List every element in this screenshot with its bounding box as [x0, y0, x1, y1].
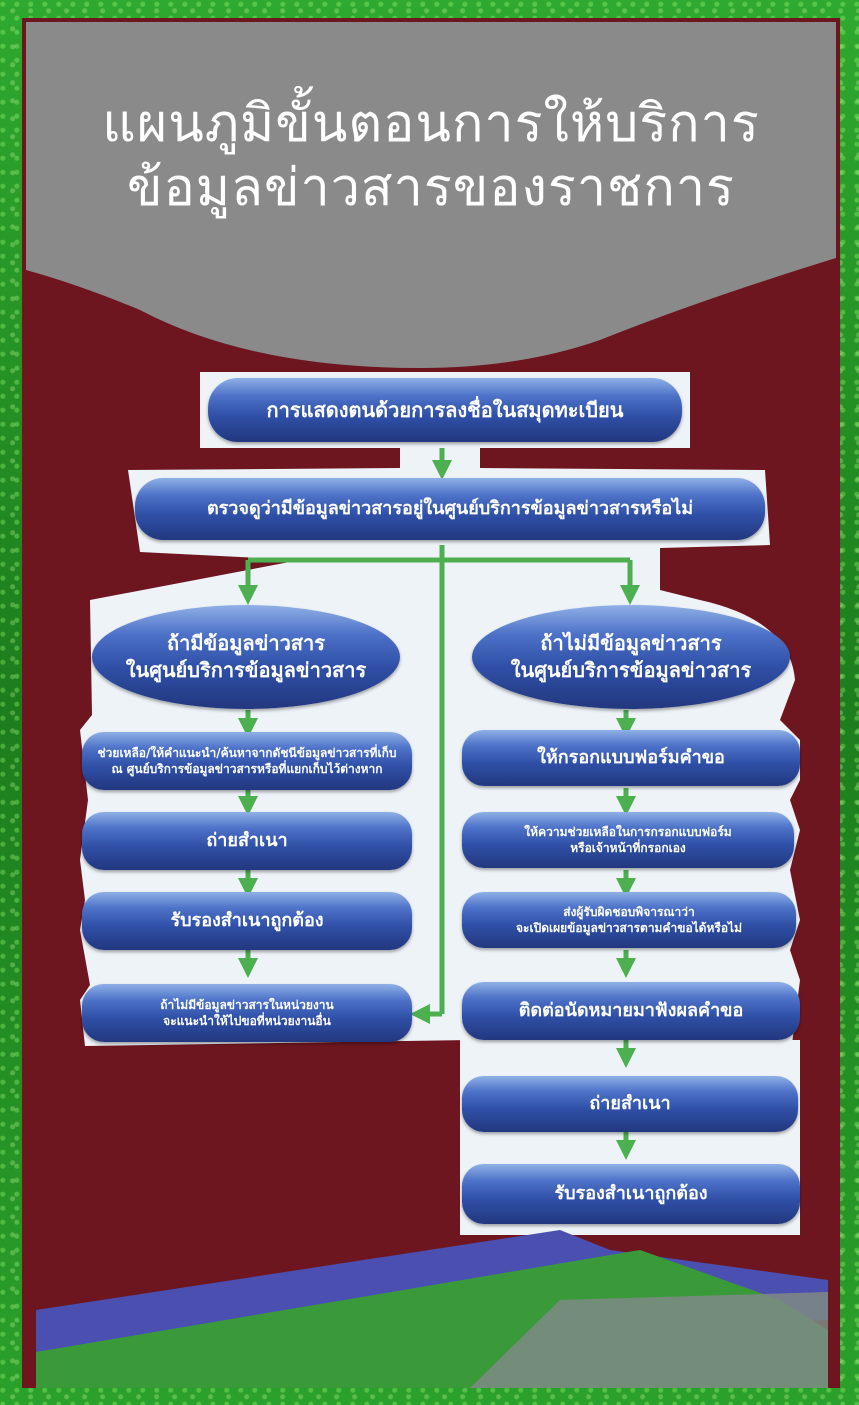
- step-register: การแสดงตนด้วยการลงชื่อในสมุดทะเบียน: [208, 378, 682, 442]
- left-step-refer-other-agency: ถ้าไม่มีข้อมูลข่าวสารในหน่วยงาน จะแนะนำใ…: [82, 984, 412, 1042]
- left-step-assist-search: ช่วยเหลือ/ให้คำแนะนำ/ค้นหาจากดัชนีข้อมูล…: [82, 732, 412, 790]
- right-step-form-help: ให้ความช่วยเหลือในการกรอกแบบฟอร์ม หรือเจ…: [462, 812, 794, 868]
- right-step-appointment: ติดต่อนัดหมายมาฟังผลคำขอ: [462, 982, 800, 1040]
- right-step-send-for-review: ส่งผู้รับผิดชอบพิจารณาว่า จะเปิดเผยข้อมู…: [462, 892, 796, 948]
- right-branch-header: ถ้าไม่มีข้อมูลข่าวสาร ในศูนย์บริการข้อมู…: [472, 605, 790, 709]
- page-title: แผนภูมิขั้นตอนการให้บริการ ข้อมูลข่าวสาร…: [22, 92, 840, 220]
- right-step-fill-form: ให้กรอกแบบฟอร์มคำขอ: [462, 730, 800, 786]
- left-step-certify-copy: รับรองสำเนาถูกต้อง: [82, 892, 412, 950]
- step-check-availability: ตรวจดูว่ามีข้อมูลข่าวสารอยู่ในศูนย์บริกา…: [135, 478, 765, 540]
- title-line-2: ข้อมูลข่าวสารของราชการ: [127, 158, 735, 218]
- right-step-certify-copy: รับรองสำเนาถูกต้อง: [462, 1164, 800, 1224]
- left-step-copy: ถ่ายสำเนา: [82, 812, 412, 870]
- title-line-1: แผนภูมิขั้นตอนการให้บริการ: [102, 94, 760, 154]
- right-step-copy: ถ่ายสำเนา: [462, 1076, 798, 1132]
- left-branch-header: ถ้ามีข้อมูลข่าวสาร ในศูนย์บริการข้อมูลข่…: [92, 605, 400, 709]
